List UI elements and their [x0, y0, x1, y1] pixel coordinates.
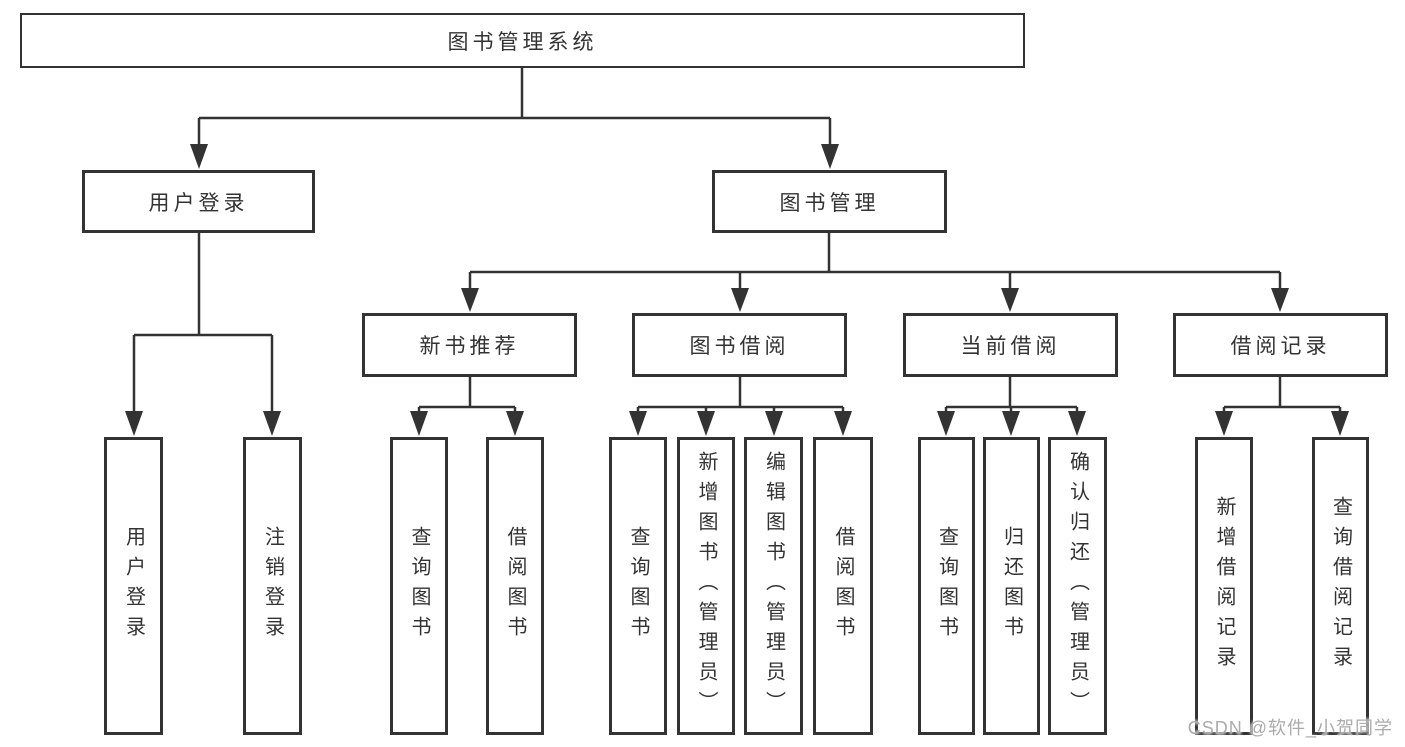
- node-book-management: 图书管理: [712, 170, 947, 233]
- leaf-logout: 注销登录: [243, 437, 302, 735]
- node-library-system: 图书管理系统: [20, 13, 1025, 68]
- node-book-borrowing: 图书借阅: [632, 313, 847, 377]
- leaf-add-book-admin: 新增图书（管理员）: [677, 437, 735, 735]
- watermark: CSDN @软件_小贺同学: [1187, 718, 1393, 738]
- node-new-book-recommend: 新书推荐: [362, 313, 577, 377]
- node-borrowing-records: 借阅记录: [1173, 313, 1388, 377]
- leaf-query-books-current: 查询图书: [918, 437, 975, 735]
- leaf-return-books: 归还图书: [983, 437, 1040, 735]
- leaf-borrow-books-recommend: 借阅图书: [486, 437, 544, 735]
- leaf-query-borrow-record: 查询借阅记录: [1312, 437, 1369, 735]
- node-current-borrowing: 当前借阅: [903, 313, 1118, 377]
- leaf-borrow-books-borrowing: 借阅图书: [813, 437, 873, 735]
- node-user-login: 用户登录: [82, 170, 315, 233]
- leaf-edit-book-admin: 编辑图书（管理员）: [744, 437, 803, 735]
- leaf-confirm-return-admin: 确认归还（管理员）: [1048, 437, 1107, 735]
- leaf-query-books-recommend: 查询图书: [390, 437, 448, 735]
- leaf-query-books-borrowing: 查询图书: [609, 437, 667, 735]
- leaf-user-login: 用户登录: [104, 437, 163, 735]
- leaf-add-borrow-record: 新增借阅记录: [1195, 437, 1253, 735]
